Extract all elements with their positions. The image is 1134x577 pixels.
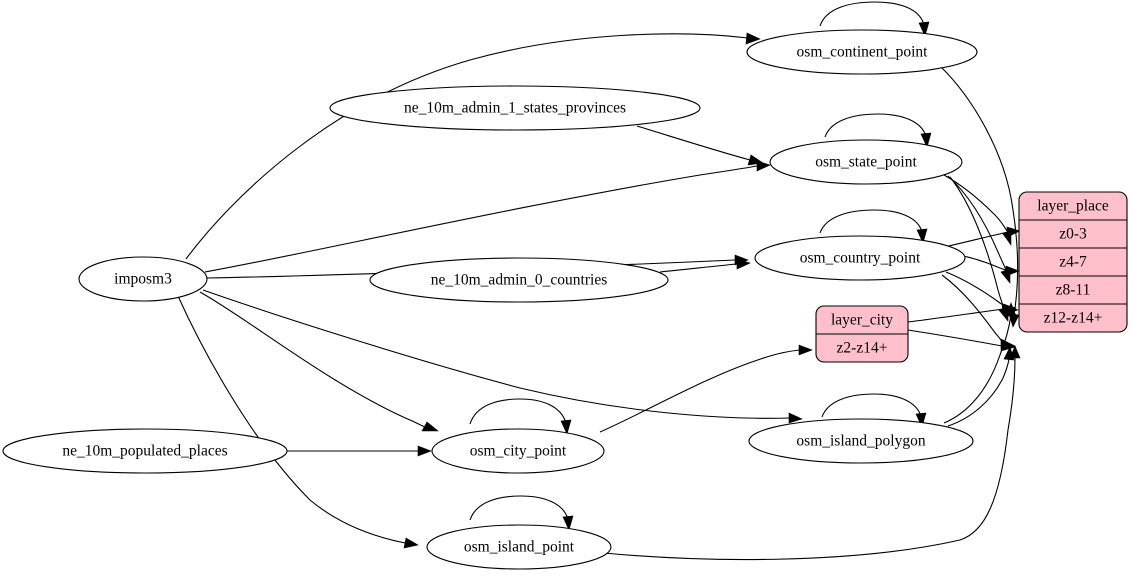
arrowhead — [915, 412, 927, 428]
node-osm-city-point[interactable]: osm_city_point — [431, 428, 605, 474]
edge-self-loop-osm-state-point — [824, 113, 927, 138]
node-osm-island-polygon-shape[interactable] — [748, 418, 974, 464]
node-osm-continent-point-shape[interactable] — [746, 29, 978, 75]
record-layer-place-frame[interactable] — [1018, 191, 1128, 333]
edge-osm-island-polygon-to-layer-place-z8-11 — [943, 314, 1012, 424]
arrowhead — [417, 445, 432, 457]
edge-imposm3-to-osm-island-point — [177, 295, 406, 544]
record-node-layer-place[interactable]: layer_place z0-3 z4-7 z8-11 z12-z14+ — [1018, 191, 1128, 333]
edge-self-loop-osm-island-polygon — [821, 393, 922, 418]
arrowhead — [918, 21, 930, 37]
edge-osm-state-point-to-layer-place-z8-11 — [949, 176, 1005, 309]
arrowhead — [421, 421, 439, 432]
node-ne-states-shape[interactable] — [329, 85, 701, 131]
arrowhead — [798, 344, 813, 356]
edges-layer — [177, 1, 1021, 561]
node-osm-state-point-shape[interactable] — [769, 139, 963, 185]
edge-osm-state-point-to-layer-place-z0-3 — [943, 174, 1008, 232]
arrowhead — [745, 32, 761, 45]
node-osm-continent-point[interactable]: osm_continent_point — [746, 29, 978, 75]
edge-self-loop-osm-city-point — [469, 398, 567, 425]
edge-osm-city-point-to-layer-city — [599, 349, 801, 433]
edge-osm-island-point-to-layer-place-z12 — [603, 357, 1016, 561]
node-imposm3-shape[interactable] — [78, 256, 208, 302]
arrowhead — [788, 412, 803, 424]
edge-osm-continent-point-to-layer-place-z12 — [939, 65, 1019, 316]
arrowhead — [1005, 265, 1020, 277]
arrowhead — [736, 258, 751, 270]
node-osm-country-point-shape[interactable] — [754, 235, 966, 281]
arrowhead — [1001, 303, 1017, 315]
edge-self-loop-osm-island-point — [469, 495, 569, 521]
arrowhead — [920, 132, 932, 148]
edge-ne-states-to-osm-state-point — [636, 125, 751, 161]
arrowhead — [560, 419, 572, 435]
node-imposm3[interactable]: imposm3 — [78, 256, 208, 302]
node-osm-island-point-shape[interactable] — [426, 524, 612, 570]
node-osm-state-point[interactable]: osm_state_point — [769, 139, 963, 185]
edge-layer-city-to-layer-place-z12 — [907, 329, 1003, 347]
edge-imposm3-to-osm-city-point — [199, 291, 426, 428]
node-ne-10m-populated-places[interactable]: ne_10m_populated_places — [2, 428, 288, 474]
node-ne-10m-admin-0-countries[interactable]: ne_10m_admin_0_countries — [369, 257, 669, 303]
nodes-layer: imposm3 ne_10m_admin_1_states_provinces … — [2, 29, 1128, 570]
edge-self-loop-osm-continent-point — [819, 1, 925, 27]
edge-imposm3-to-osm-state-point — [204, 165, 758, 273]
arrowhead — [916, 228, 928, 244]
record-node-layer-city[interactable]: layer_city z2-z14+ — [815, 305, 909, 363]
edge-imposm3-to-osm-island-polygon — [202, 289, 791, 419]
node-osm-island-point[interactable]: osm_island_point — [426, 524, 612, 570]
arrowhead — [1006, 226, 1021, 238]
node-osm-city-point-shape[interactable] — [431, 428, 605, 474]
edge-osm-country-point-to-layer-place-z0-3 — [939, 231, 1009, 249]
arrowhead — [1009, 345, 1021, 359]
node-ne-countries-shape[interactable] — [369, 257, 669, 303]
edge-ne-countries-to-osm-country-point — [659, 263, 738, 273]
arrowhead — [747, 154, 764, 166]
edge-osm-island-polygon-to-layer-place-z12 — [947, 358, 1010, 427]
node-ne-populated-shape[interactable] — [2, 428, 288, 474]
node-osm-country-point[interactable]: osm_country_point — [754, 235, 966, 281]
edge-imposm3-to-osm-continent-point — [185, 33, 749, 260]
edge-layer-city-to-layer-place-z8-11 — [907, 308, 1004, 323]
arrowhead — [1000, 340, 1016, 352]
arrowhead — [403, 537, 419, 549]
edge-osm-state-point-to-layer-place-z4-7 — [947, 175, 1007, 271]
node-osm-island-polygon[interactable]: osm_island_polygon — [748, 418, 974, 464]
node-ne-10m-admin-1-states-provinces[interactable]: ne_10m_admin_1_states_provinces — [329, 85, 701, 131]
edge-self-loop-osm-country-point — [819, 209, 923, 234]
arrowhead — [562, 515, 574, 531]
